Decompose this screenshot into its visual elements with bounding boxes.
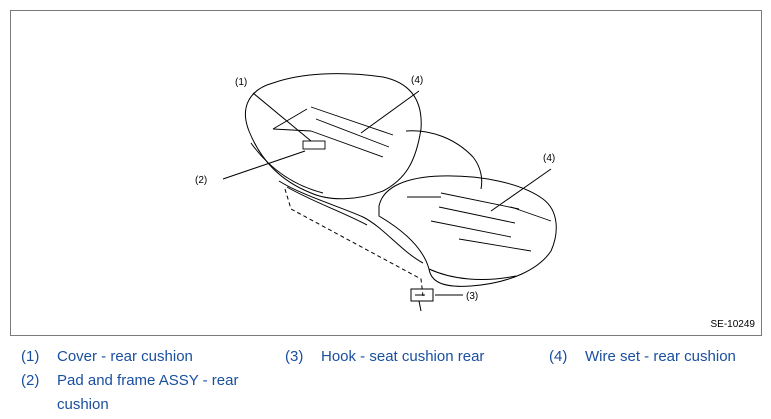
legend-number: (1) [21,348,40,365]
legend-item-1: (1) Cover - rear cushion [21,345,281,369]
seat-cushion-drawing: (1) (2) (3) (4) (4) [195,73,557,312]
legend-label: Cover - rear cushion [57,348,193,365]
legend-label-continued: cushion [57,396,109,413]
legend-item-4: (4) Wire set - rear cushion [549,345,769,369]
hook-part [410,288,434,312]
center-panel [405,130,483,190]
left-cushion-outline [244,73,422,200]
leader-2 [222,150,306,180]
leader-1 [252,92,312,142]
legend-number: (4) [549,348,568,365]
lower-edge-2 [286,186,368,226]
legend-label: Pad and frame ASSY - rear [57,372,239,389]
callout-3: (3) [466,291,478,302]
legend-label: Wire set - rear cushion [585,348,736,365]
figure-frame: (1) (2) (3) (4) (4) SE-10249 [10,10,762,336]
right-cushion-outline [378,175,557,287]
legend-number: (3) [285,348,304,365]
lower-edge [278,180,424,264]
callout-4-lower: (4) [543,153,555,164]
wire-set-right [407,192,552,252]
legend-label: Hook - seat cushion rear [321,348,485,365]
leader-4a [360,90,420,134]
left-cushion-ridge [250,142,324,194]
dashed-guide [284,188,424,297]
figure-id: SE-10249 [710,319,755,330]
legend-item-3: (3) Hook - seat cushion rear [285,345,525,369]
callout-2: (2) [195,175,207,186]
callout-4-upper: (4) [411,75,423,86]
callout-1: (1) [235,77,247,88]
legend-number: (2) [21,372,40,389]
leader-4b [490,168,552,212]
right-cushion-front [428,268,517,280]
legend-item-2: (2) Pad and frame ASSY - rear cushion [21,369,281,417]
wire-set-left [272,106,394,158]
